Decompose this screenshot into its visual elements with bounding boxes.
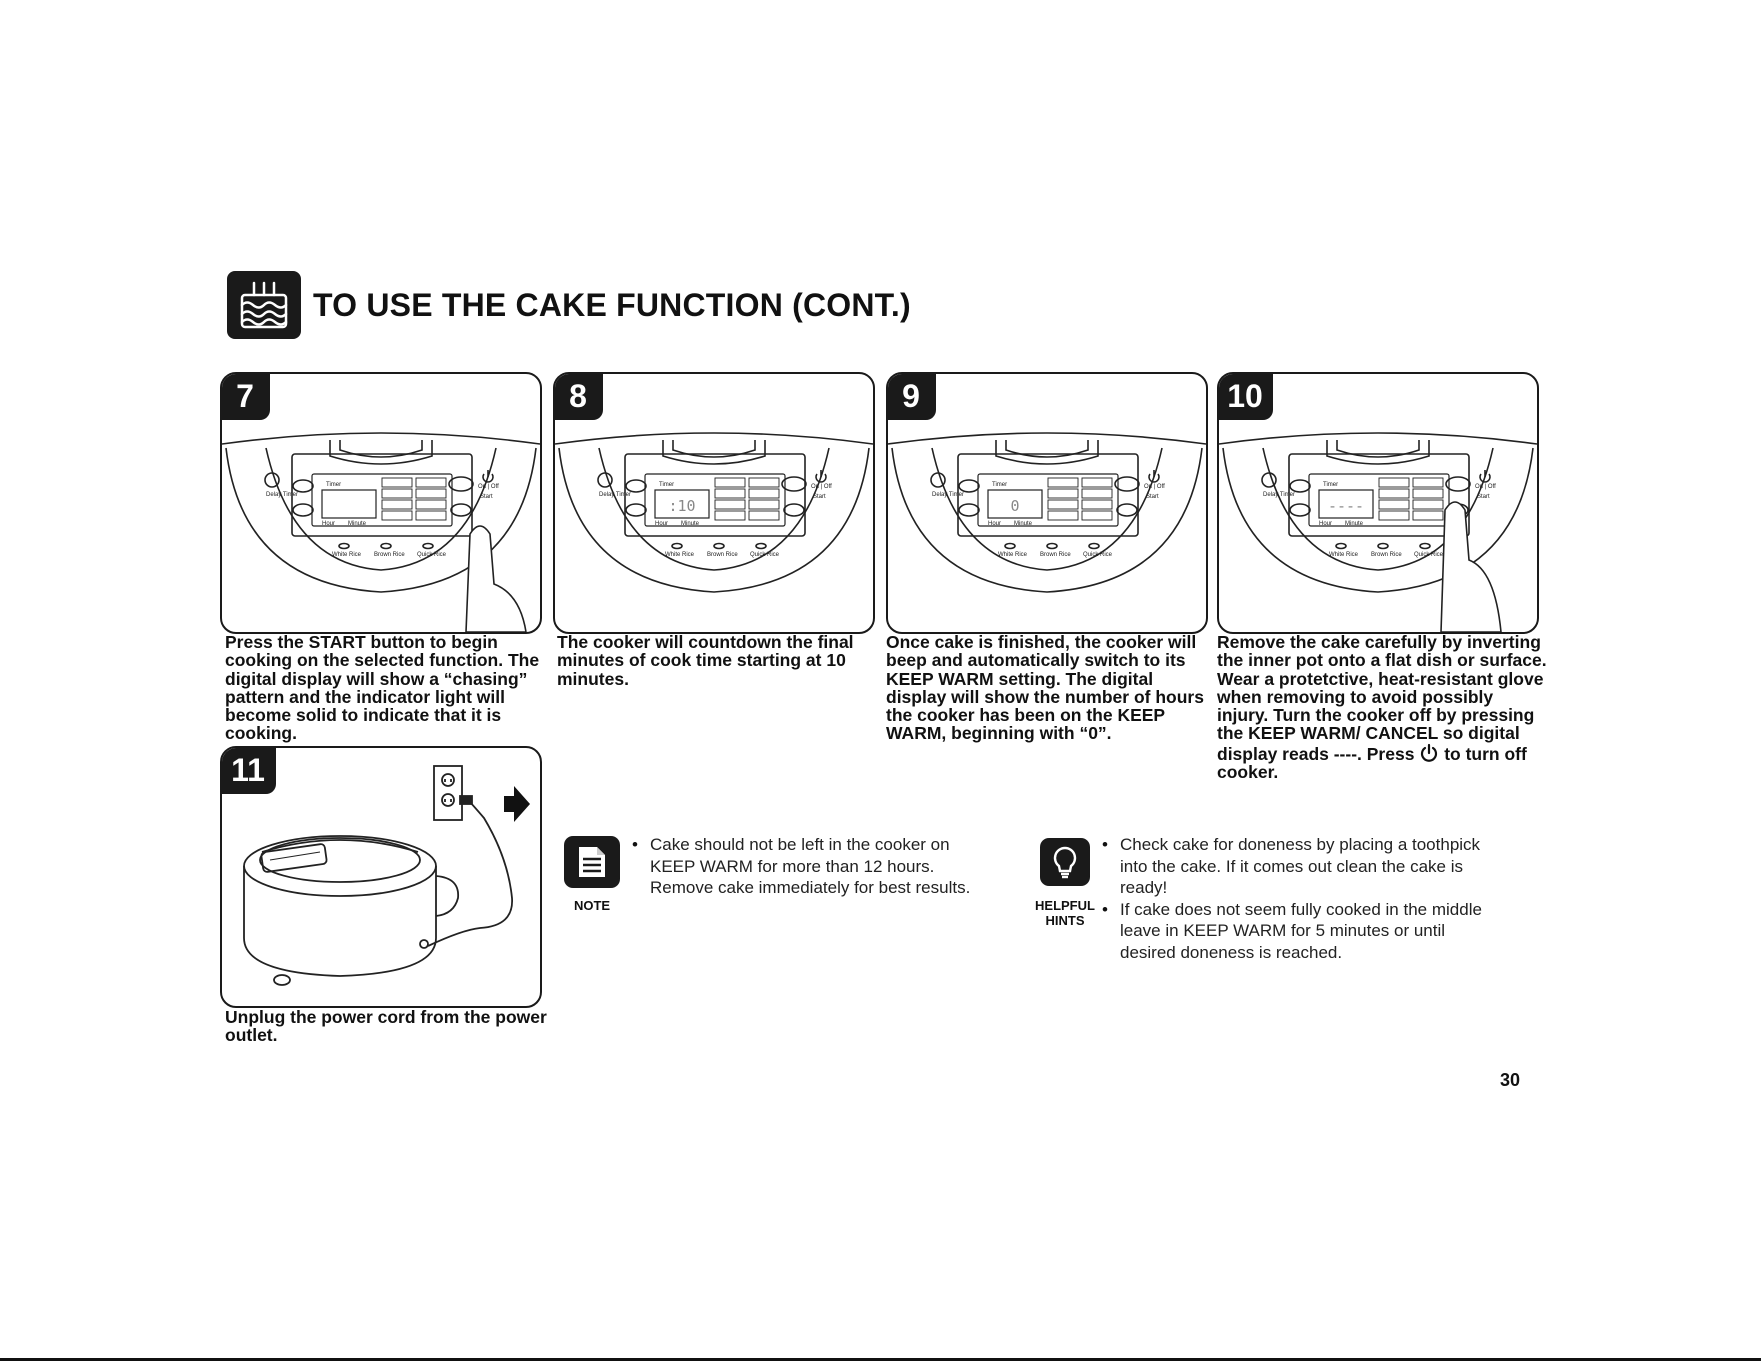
svg-text:Brown Rice: Brown Rice xyxy=(374,552,405,558)
note-icon xyxy=(564,836,620,888)
svg-text:Start: Start xyxy=(813,494,826,500)
svg-text:Hour: Hour xyxy=(988,521,1001,527)
page-number: 30 xyxy=(1500,1070,1521,1090)
digital-display: 0 xyxy=(1010,497,1019,515)
step-8-caption: The cooker will countdown the final minu… xyxy=(557,632,854,689)
svg-text:Delay Timer: Delay Timer xyxy=(932,492,964,498)
svg-text:Brown Rice: Brown Rice xyxy=(707,552,738,558)
svg-text:Start: Start xyxy=(1146,494,1159,500)
pressing-finger xyxy=(1440,501,1502,632)
step-number: 9 xyxy=(888,374,936,420)
svg-text:Delay Timer: Delay Timer xyxy=(599,492,631,498)
step-10-caption-text: Remove the cake carefully by inverting t… xyxy=(1217,632,1547,764)
page-title: TO USE THE CAKE FUNCTION (CONT.) xyxy=(313,286,911,323)
svg-text:Quick Rice: Quick Rice xyxy=(750,552,780,558)
section-header: TO USE THE CAKE FUNCTION (CONT.) xyxy=(227,270,911,340)
lightbulb-icon xyxy=(1040,838,1090,886)
svg-text:Timer: Timer xyxy=(326,482,341,488)
svg-text:Quick Rice: Quick Rice xyxy=(417,552,447,558)
svg-text:On | Off: On | Off xyxy=(478,484,499,490)
svg-text:White Rice: White Rice xyxy=(665,552,695,558)
list-item: Cake should not be left in the cooker on… xyxy=(632,834,992,899)
rice-cooker-unplug-illustration xyxy=(243,765,530,986)
svg-text:Start: Start xyxy=(1477,494,1490,500)
svg-text:Quick Rice: Quick Rice xyxy=(1414,552,1444,558)
note-box: NOTE Cake should not be left in the cook… xyxy=(564,834,984,924)
digital-display: :10 xyxy=(668,497,695,515)
cake-icon xyxy=(227,271,301,339)
step-number: 10 xyxy=(1219,374,1273,420)
step-number: 8 xyxy=(555,374,603,420)
hints-list: Check cake for doneness by placing a too… xyxy=(1102,834,1482,963)
note-list: Cake should not be left in the cooker on… xyxy=(632,834,992,899)
step-7-caption: Press the START button to begin cooking … xyxy=(225,632,540,744)
svg-text:Quick Rice: Quick Rice xyxy=(1083,552,1113,558)
svg-text:White Rice: White Rice xyxy=(998,552,1028,558)
svg-text:On | Off: On | Off xyxy=(1475,484,1496,490)
step-10-caption-end: to turn off cooker. xyxy=(1217,743,1527,783)
svg-text:Delay Timer: Delay Timer xyxy=(266,492,298,498)
svg-text:White Rice: White Rice xyxy=(332,552,362,558)
svg-text:Brown Rice: Brown Rice xyxy=(1371,552,1402,558)
svg-text:White Rice: White Rice xyxy=(1329,552,1359,558)
svg-text:Minute: Minute xyxy=(681,521,700,527)
step-11-panel: 11 xyxy=(220,746,542,1008)
svg-text:Minute: Minute xyxy=(348,521,367,527)
svg-text:On | Off: On | Off xyxy=(811,484,832,490)
pressing-finger xyxy=(465,525,527,632)
svg-text:Hour: Hour xyxy=(1319,521,1332,527)
svg-text:Hour: Hour xyxy=(655,521,668,527)
step-10-caption: Remove the cake carefully by inverting t… xyxy=(1217,633,1547,781)
svg-text:Brown Rice: Brown Rice xyxy=(1040,552,1071,558)
svg-text:Hour: Hour xyxy=(322,521,335,527)
helpful-hints-box: HELPFUL HINTS Check cake for doneness by… xyxy=(1034,834,1494,964)
digital-display: ---- xyxy=(1328,497,1364,515)
list-item: If cake does not seem fully cooked in th… xyxy=(1102,899,1482,964)
step-number: 7 xyxy=(222,374,270,420)
svg-text:Timer: Timer xyxy=(992,482,1007,488)
svg-text:Minute: Minute xyxy=(1345,521,1364,527)
svg-text:On | Off: On | Off xyxy=(1144,484,1165,490)
step-9-caption: Once cake is finished, the cooker will b… xyxy=(886,632,1204,744)
power-icon xyxy=(1421,743,1438,762)
svg-text:Timer: Timer xyxy=(1323,482,1338,488)
svg-text:Timer: Timer xyxy=(659,482,674,488)
svg-text:Start: Start xyxy=(480,494,493,500)
list-item: Check cake for doneness by placing a too… xyxy=(1102,834,1482,899)
bottom-rule xyxy=(0,1358,1761,1361)
note-label: NOTE xyxy=(573,898,611,913)
step-number: 11 xyxy=(222,748,276,794)
svg-text:Minute: Minute xyxy=(1014,521,1033,527)
svg-text:Delay Timer: Delay Timer xyxy=(1263,492,1295,498)
step-11-caption: Unplug the power cord from the power out… xyxy=(225,1007,547,1046)
helpful-hints-label: HELPFUL HINTS xyxy=(1035,898,1095,928)
